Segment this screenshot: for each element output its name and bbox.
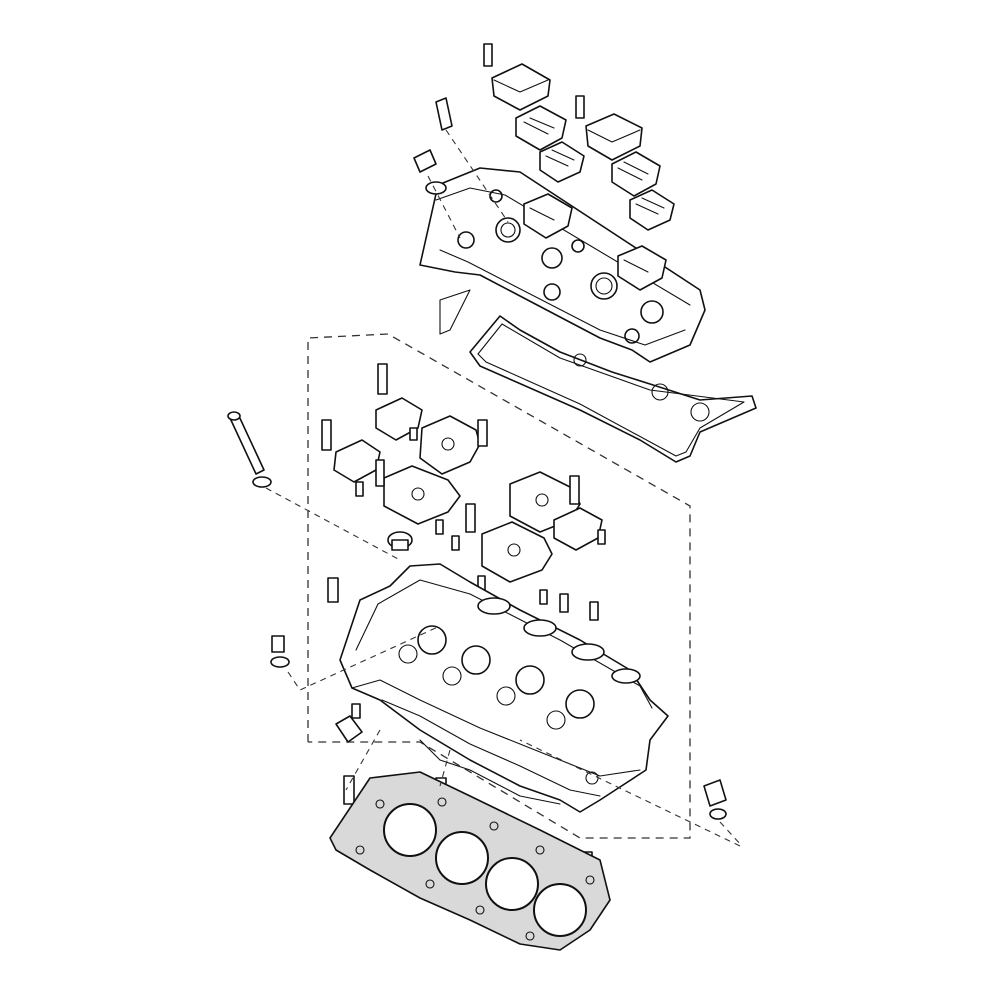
cam-holder-7 — [465, 503, 553, 591]
coil-pack-5 — [523, 193, 573, 239]
dowel-and-washer-left — [270, 625, 441, 691]
oil-filler-plug — [387, 531, 413, 551]
cover-bolt-set — [413, 97, 509, 239]
cylinder-head-cover — [419, 167, 706, 363]
intake-port-bosses — [477, 597, 641, 684]
cap-nut-right — [703, 779, 743, 847]
plug-cap-1 — [483, 43, 551, 111]
coil-pack-3 — [611, 151, 661, 197]
plug-cap-2 — [575, 95, 643, 161]
cylinder-head — [339, 563, 669, 813]
cam-holder-4 — [375, 459, 461, 535]
spark-plug-cap-covers — [483, 43, 675, 291]
cam-holder-dowels — [451, 535, 548, 605]
cam-holder-6 — [553, 507, 606, 551]
valve-stem-pins — [559, 593, 599, 621]
flange-bolt — [335, 703, 363, 743]
head-cover-gasket — [469, 315, 757, 463]
cam-holder-3 — [321, 419, 381, 497]
stud-bolt-left — [327, 577, 339, 603]
coil-pack-1 — [515, 105, 567, 151]
coil-pack-6 — [617, 245, 667, 291]
coil-pack-2 — [539, 141, 585, 183]
coil-pack-4 — [629, 189, 675, 231]
assembly-boundary — [307, 333, 691, 839]
camshaft-holders — [321, 363, 606, 605]
leader-line-gasket — [345, 729, 381, 791]
combustion-chambers — [398, 625, 595, 730]
cam-holder-1 — [375, 363, 423, 441]
cylinder-head-gasket — [329, 771, 611, 951]
cam-holder-2 — [419, 415, 488, 475]
long-head-bolt — [227, 411, 401, 561]
stud-bolt-gasket — [343, 775, 355, 805]
